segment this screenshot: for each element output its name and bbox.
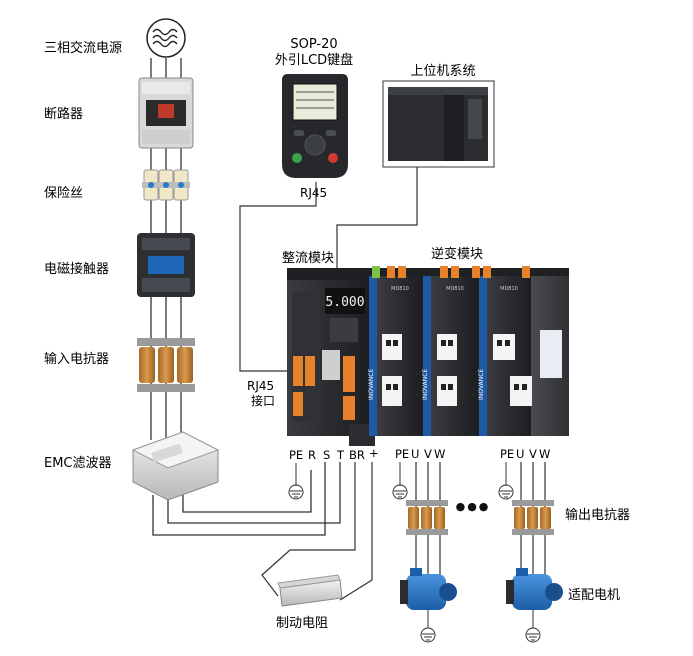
ac-source-icon xyxy=(146,18,186,58)
term-rect-plus: + xyxy=(369,446,379,460)
brand-label-1: INOVANCE xyxy=(368,369,375,400)
rectifier-terminal-labels: PE R S T BR + xyxy=(289,446,379,462)
term-inv1-w: W xyxy=(434,447,445,461)
term-inv2-u: U xyxy=(516,447,524,461)
label-keypad-name: 外引LCD键盘 xyxy=(275,52,353,68)
term-inv1-u: U xyxy=(411,447,419,461)
keypad-cable xyxy=(239,182,320,372)
output-reactor-2-image xyxy=(512,500,554,535)
motor-1-image xyxy=(400,568,457,610)
brand-label-3: INOVANCE xyxy=(478,369,485,400)
motor-2-image xyxy=(506,568,563,610)
label-brake-resistor: 制动电阻 xyxy=(276,616,328,631)
ground-icon-inverter-1 xyxy=(392,462,408,500)
ground-icon-rectifier xyxy=(288,463,304,500)
inverter-1-terminal-labels: PE U V W xyxy=(395,447,445,461)
ground-icon-motor-2 xyxy=(525,610,541,643)
brake-resistor-image xyxy=(277,574,343,607)
emc-filter-image xyxy=(131,431,220,501)
term-rect-br: BR xyxy=(349,448,365,462)
brand-label-2: INOVANCE xyxy=(422,369,429,400)
host-cable xyxy=(336,167,418,296)
more-modules-ellipsis: ●●● xyxy=(456,500,491,513)
label-keypad-model: SOP-20 xyxy=(290,37,337,52)
term-rect-t: T xyxy=(336,448,345,462)
label-emc-filter: EMC滤波器 xyxy=(44,456,112,471)
ground-icon-motor-1 xyxy=(420,610,436,643)
label-rj45-port-line1: RJ45 xyxy=(247,379,274,393)
brake-resistor-wires xyxy=(261,462,373,601)
label-fuse: 保险丝 xyxy=(44,186,83,201)
term-inv2-w: W xyxy=(539,447,550,461)
label-contactor: 电磁接触器 xyxy=(44,261,109,277)
label-keypad-port: RJ45 xyxy=(300,186,327,200)
ground-icon-inverter-2 xyxy=(498,462,514,500)
module-model-1: MD810 xyxy=(391,286,409,292)
output-reactor-1-image xyxy=(406,500,448,535)
label-motor: 适配电机 xyxy=(568,588,620,603)
input-reactor-image xyxy=(137,338,195,392)
drive-rack-image: 5.000 xyxy=(287,266,569,446)
label-input-reactor: 输入电抗器 xyxy=(44,351,109,367)
label-breaker: 断路器 xyxy=(44,106,83,122)
label-host-system: 上位机系统 xyxy=(410,64,475,79)
fuse-image xyxy=(142,169,190,201)
module-model-2: MD810 xyxy=(446,286,464,292)
term-inv2-v: V xyxy=(529,447,537,461)
module-model-3: MD810 xyxy=(500,286,518,292)
label-rj45-port-line2: 接口 xyxy=(251,393,275,408)
label-output-reactor: 输出电抗器 xyxy=(565,507,630,523)
term-rect-pe: PE xyxy=(289,448,303,462)
contactor-image xyxy=(137,233,195,297)
circuit-breaker-image xyxy=(138,77,194,149)
term-rect-r: R xyxy=(308,448,316,462)
lcd-keypad-image xyxy=(282,74,348,178)
term-inv2-pe: PE xyxy=(500,447,514,461)
inverter-2-terminal-labels: PE U V W xyxy=(500,447,550,461)
keypad-display-readout: 5.000 xyxy=(325,295,364,310)
term-rect-s: S xyxy=(323,448,330,462)
label-rectifier-module: 整流模块 xyxy=(282,251,334,266)
host-system-image xyxy=(382,80,495,168)
label-power-source: 三相交流电源 xyxy=(44,40,122,56)
label-inverter-module: 逆变模块 xyxy=(431,246,483,262)
term-inv1-pe: PE xyxy=(395,447,409,461)
term-inv1-v: V xyxy=(424,447,432,461)
